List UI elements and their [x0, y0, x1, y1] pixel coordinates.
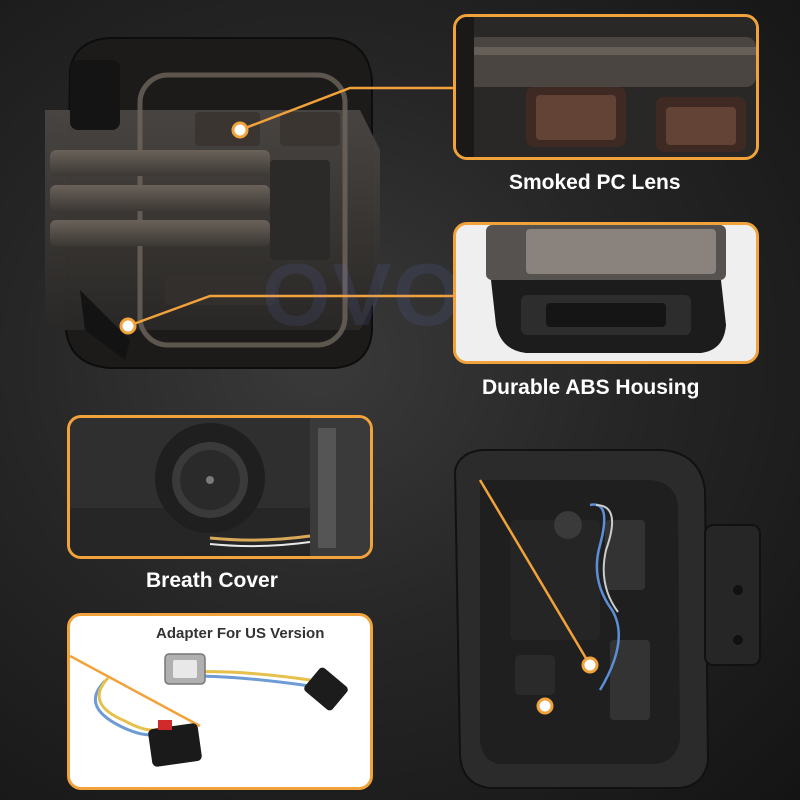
lens-closeup-image [456, 17, 756, 157]
housing-caption: Durable ABS Housing [482, 376, 700, 399]
adapter-panel: Adapter For US Version [67, 613, 373, 790]
breath-cover-image [70, 418, 370, 556]
housing-closeup-image [456, 225, 756, 361]
breath-cover-caption: Breath Cover [146, 569, 278, 592]
lens-caption: Smoked PC Lens [509, 171, 681, 194]
adapter-image [70, 653, 348, 767]
lens-closeup-panel [453, 14, 759, 160]
adapter-label: Adapter For US Version [156, 625, 325, 642]
housing-closeup-panel [453, 222, 759, 364]
breath-cover-panel [67, 415, 373, 559]
